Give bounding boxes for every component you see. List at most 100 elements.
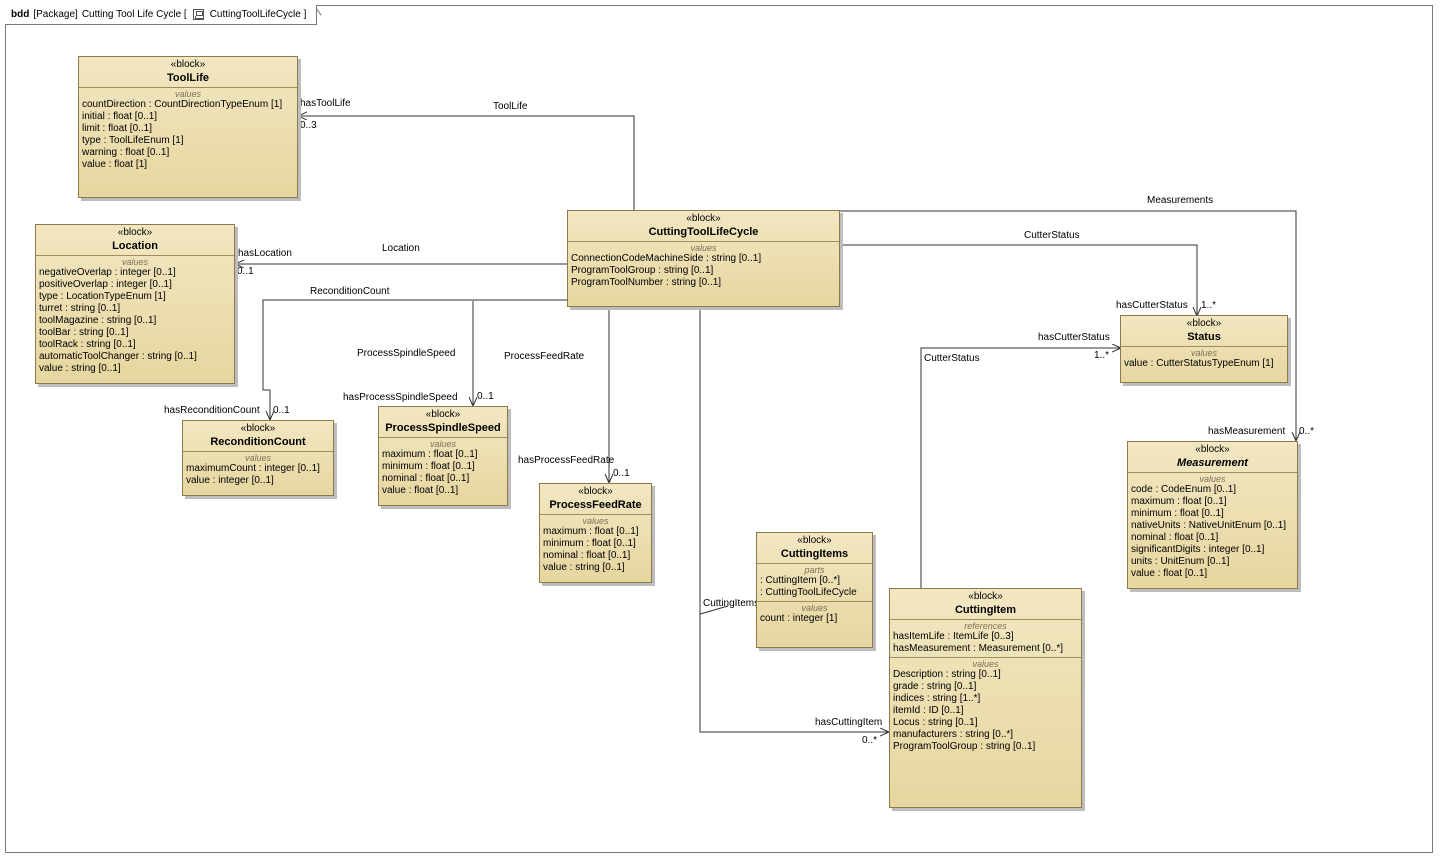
mult-status-item: 1..* bbox=[1094, 350, 1110, 361]
compartment-title: values bbox=[972, 659, 999, 669]
value-property[interactable]: negativeOverlap : integer [0..1] bbox=[39, 267, 176, 278]
value-property[interactable]: value : float [1] bbox=[82, 159, 148, 170]
mult-reconditioncount: 0..1 bbox=[273, 405, 290, 416]
value-property[interactable]: nativeUnits : NativeUnitEnum [0..1] bbox=[1131, 520, 1287, 531]
role-has-cutter-status: hasCutterStatus bbox=[1116, 300, 1188, 311]
value-property[interactable]: toolRack : string [0..1] bbox=[39, 339, 136, 350]
stereotype: «block» bbox=[797, 535, 832, 546]
value-property[interactable]: nominal : float [0..1] bbox=[382, 473, 470, 484]
value-property[interactable]: turret : string [0..1] bbox=[39, 303, 121, 314]
part-property[interactable]: : CuttingToolLifeCycle bbox=[760, 587, 857, 598]
block-processspindlespeed[interactable]: «block» ProcessSpindleSpeed values maxim… bbox=[378, 406, 508, 506]
role-has-cutting-item: hasCuttingItem bbox=[815, 717, 883, 728]
mult-processspindlespeed: 0..1 bbox=[477, 391, 494, 402]
value-property[interactable]: itemId : ID [0..1] bbox=[893, 705, 964, 716]
value-property[interactable]: maximum : float [0..1] bbox=[543, 526, 639, 537]
value-property[interactable]: value : CutterStatusTypeEnum [1] bbox=[1124, 358, 1274, 369]
value-property[interactable]: type : ToolLifeEnum [1] bbox=[82, 135, 184, 146]
value-property[interactable]: manufacturers : string [0..*] bbox=[893, 729, 1014, 740]
value-property[interactable]: units : UnitEnum [0..1] bbox=[1131, 556, 1230, 567]
measurements-association[interactable] bbox=[840, 210, 1296, 441]
value-property[interactable]: ConnectionCodeMachineSide : string [0..1… bbox=[571, 253, 762, 264]
reference-property[interactable]: hasItemLife : ItemLife [0..3] bbox=[893, 631, 1014, 642]
value-property[interactable]: maximumCount : integer [0..1] bbox=[186, 463, 320, 474]
stereotype: «block» bbox=[686, 213, 721, 224]
stereotype: «block» bbox=[1186, 318, 1222, 329]
value-property[interactable]: value : string [0..1] bbox=[39, 363, 121, 374]
edge-label-cutterstatus-item: CutterStatus bbox=[924, 353, 980, 364]
block-cuttingitems[interactable]: «block» CuttingItems parts : CuttingItem… bbox=[756, 532, 873, 648]
role-has-measurement: hasMeasurement bbox=[1208, 426, 1286, 437]
value-property[interactable]: count : integer [1] bbox=[760, 613, 838, 624]
block-status[interactable]: «block» Status values value : CutterStat… bbox=[1120, 315, 1288, 383]
value-property[interactable]: grade : string [0..1] bbox=[893, 681, 977, 692]
compartment-title: values bbox=[1199, 474, 1226, 484]
block-measurement[interactable]: «block» Measurement values code : CodeEn… bbox=[1127, 441, 1298, 589]
value-property[interactable]: type : LocationTypeEnum [1] bbox=[39, 291, 166, 302]
role-has-tool-life: hasToolLife bbox=[300, 98, 351, 109]
value-property[interactable]: code : CodeEnum [0..1] bbox=[1131, 484, 1237, 495]
block-name: ToolLife bbox=[167, 72, 209, 84]
stereotype: «block» bbox=[968, 591, 1003, 602]
edge-label-location: Location bbox=[382, 243, 420, 254]
value-property[interactable]: Locus : string [0..1] bbox=[893, 717, 978, 728]
diagram-name: Cutting Tool Life Cycle [ bbox=[81, 9, 187, 20]
value-property[interactable]: nominal : float [0..1] bbox=[1131, 532, 1219, 543]
value-property[interactable]: automaticToolChanger : string [0..1] bbox=[39, 351, 197, 362]
value-property[interactable]: value : float [0..1] bbox=[1131, 568, 1208, 579]
edge-label-measurements: Measurements bbox=[1147, 195, 1214, 206]
diagram-frame-tab[interactable]: bdd [Package] Cutting Tool Life Cycle [ … bbox=[5, 5, 318, 25]
role-has-cutter-status-item: hasCutterStatus bbox=[1038, 332, 1110, 343]
value-property[interactable]: positiveOverlap : integer [0..1] bbox=[39, 279, 172, 290]
value-property[interactable]: toolBar : string [0..1] bbox=[39, 327, 129, 338]
value-property[interactable]: limit : float [0..1] bbox=[82, 123, 153, 134]
block-toollife[interactable]: «block» ToolLife values countDirection :… bbox=[78, 56, 298, 198]
block-location[interactable]: «block» Location values negativeOverlap … bbox=[35, 224, 235, 384]
mult-processfeedrate: 0..1 bbox=[613, 468, 630, 479]
value-property[interactable]: Description : string [0..1] bbox=[893, 669, 1001, 680]
value-property[interactable]: warning : float [0..1] bbox=[82, 147, 170, 158]
value-property[interactable]: toolMagazine : string [0..1] bbox=[39, 315, 157, 326]
cutterstatus-item-association[interactable] bbox=[920, 348, 1121, 588]
block-processfeedrate[interactable]: «block» ProcessFeedRate values maximum :… bbox=[539, 483, 652, 583]
block-diagram-icon bbox=[192, 9, 204, 20]
value-property[interactable]: maximum : float [0..1] bbox=[382, 449, 478, 460]
value-property[interactable]: value : integer [0..1] bbox=[186, 475, 274, 486]
value-property[interactable]: initial : float [0..1] bbox=[82, 111, 158, 122]
edge-label-processspindlespeed: ProcessSpindleSpeed bbox=[357, 348, 456, 359]
value-property[interactable]: value : float [0..1] bbox=[382, 485, 459, 496]
value-property[interactable]: minimum : float [0..1] bbox=[382, 461, 475, 472]
toollife-association[interactable] bbox=[298, 116, 635, 210]
value-property[interactable]: value : string [0..1] bbox=[543, 562, 625, 573]
value-property[interactable]: maximum : float [0..1] bbox=[1131, 496, 1227, 507]
mult-measurement: 0..* bbox=[1299, 426, 1315, 437]
reference-property[interactable]: hasMeasurement : Measurement [0..*] bbox=[893, 643, 1064, 654]
value-property[interactable]: countDirection : CountDirectionTypeEnum … bbox=[82, 99, 283, 110]
compartment-title: values bbox=[244, 453, 271, 463]
cutterstatus-association[interactable] bbox=[840, 244, 1197, 316]
part-property[interactable]: : CuttingItem [0..*] bbox=[760, 575, 841, 586]
reconditioncount-association[interactable] bbox=[262, 299, 567, 420]
value-property[interactable]: indices : string [1..*] bbox=[893, 693, 981, 704]
edge-label-cuttingitems: CuttingItems bbox=[703, 598, 760, 609]
mult-cutting-item: 0..* bbox=[862, 735, 878, 746]
value-property[interactable]: ProgramToolNumber : string [0..1] bbox=[571, 277, 722, 288]
value-property[interactable]: ProgramToolGroup : string [0..1] bbox=[571, 265, 714, 276]
value-property[interactable]: minimum : float [0..1] bbox=[543, 538, 636, 549]
edge-label-reconditioncount: ReconditionCount bbox=[310, 286, 390, 297]
cuttingitems-association[interactable] bbox=[699, 307, 889, 732]
block-name: CuttingItem bbox=[954, 604, 1017, 616]
value-property[interactable]: ProgramToolGroup : string [0..1] bbox=[893, 741, 1036, 752]
block-cuttingitem[interactable]: «block» CuttingItem references hasItemLi… bbox=[889, 588, 1082, 808]
edge-label-processfeedrate: ProcessFeedRate bbox=[504, 351, 585, 362]
block-cuttingtoollifecycle[interactable]: «block» CuttingToolLifeCycle values Conn… bbox=[567, 210, 840, 307]
value-property[interactable]: significantDigits : integer [0..1] bbox=[1131, 544, 1265, 555]
value-property[interactable]: minimum : float [0..1] bbox=[1131, 508, 1224, 519]
mult-tool-life: 0..3 bbox=[300, 120, 317, 131]
value-property[interactable]: nominal : float [0..1] bbox=[543, 550, 631, 561]
role-has-reconditioncount: hasReconditionCount bbox=[164, 405, 260, 416]
role-has-processfeedrate: hasProcessFeedRate bbox=[518, 455, 615, 466]
stereotype: «block» bbox=[1195, 444, 1230, 455]
mult-location: 0..1 bbox=[237, 266, 254, 277]
block-reconditioncount[interactable]: «block» ReconditionCount values maximumC… bbox=[182, 420, 334, 496]
